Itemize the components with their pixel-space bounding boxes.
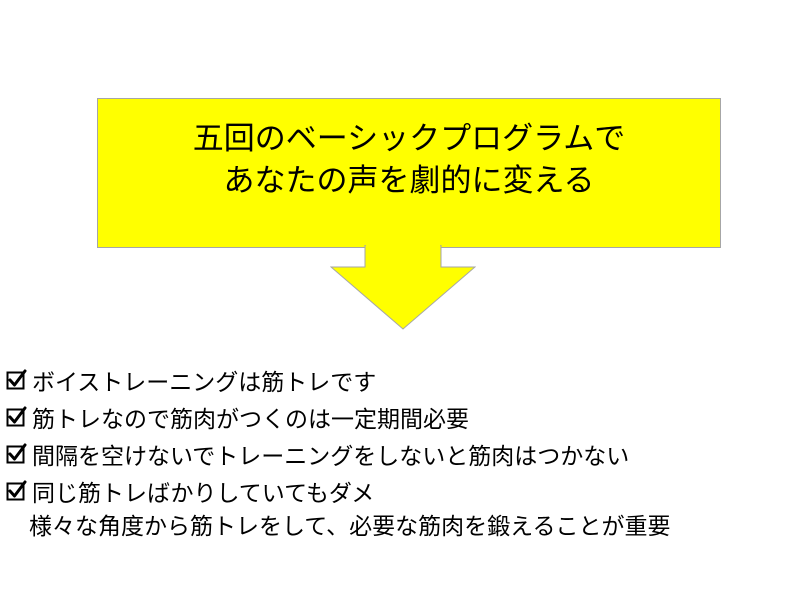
checkbox-checked-icon xyxy=(6,406,27,427)
checklist-item: 間隔を空けないでトレーニングをしないと筋肉はつかない xyxy=(6,435,629,472)
checkbox-checked-icon xyxy=(6,369,27,390)
checklist-item: 同じ筋トレばかりしていてもダメ xyxy=(6,472,629,509)
headline-line-1: 五回のベーシックプログラムで xyxy=(192,121,626,157)
callout-box xyxy=(97,98,721,248)
checkbox-checked-icon xyxy=(6,480,27,501)
checklist: ボイストレーニングは筋トレです 筋トレなので筋肉がつくのは一定期間必要 間隔を空… xyxy=(6,361,629,509)
checklist-item-text: 同じ筋トレばかりしていてもダメ xyxy=(32,480,375,507)
checklist-item: 筋トレなので筋肉がつくのは一定期間必要 xyxy=(6,398,629,435)
headline: 五回のベーシックプログラムで あなたの声を劇的に変える xyxy=(97,118,721,202)
checklist-item-text: ボイストレーニングは筋トレです xyxy=(32,369,377,396)
checklist-item-text: 筋トレなので筋肉がつくのは一定期間必要 xyxy=(32,406,469,433)
followup-text: 様々な角度から筋トレをして、必要な筋肉を鍛えることが重要 xyxy=(29,514,671,540)
checklist-item: ボイストレーニングは筋トレです xyxy=(6,361,629,398)
checkbox-checked-icon xyxy=(6,443,27,464)
headline-line-2: あなたの声を劇的に変える xyxy=(223,163,595,199)
checklist-item-text: 間隔を空けないでトレーニングをしないと筋肉はつかない xyxy=(32,443,630,470)
down-arrow-icon xyxy=(330,245,476,330)
